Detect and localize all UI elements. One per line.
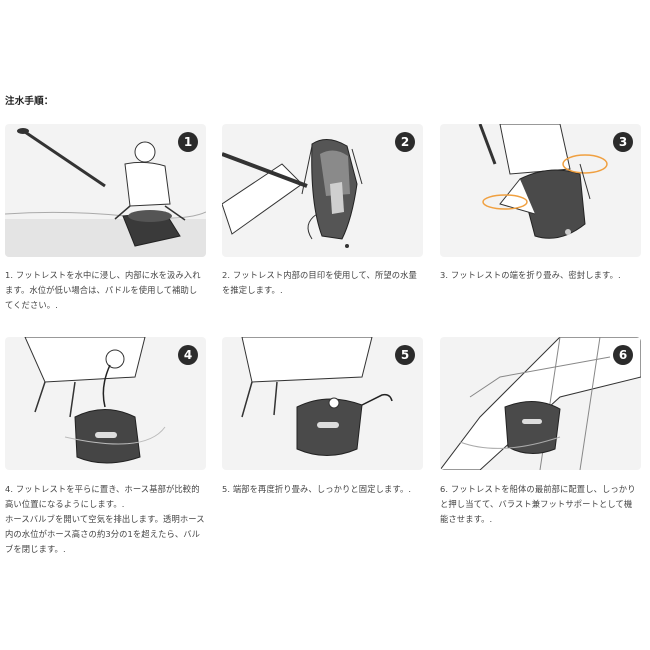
step-1-illustration: 1 [5, 124, 206, 257]
step-3-drawing [478, 124, 608, 239]
step-5-illustration: 5 [222, 337, 423, 470]
step-6-illustration: 6 [440, 337, 641, 470]
step-1-badge: 1 [178, 132, 198, 152]
step-2-caption: 2. フットレスト内部の目印を使用して、所望の水量を推定します。. [222, 270, 417, 295]
step-2-drawing [222, 139, 363, 248]
step-4-badge: 4 [178, 345, 198, 365]
step-6-caption: 6. フットレストを船体の最前部に配置し、しっかりと押し当てて、バラスト兼フット… [440, 484, 636, 524]
step-1-caption: 1. フットレストを水中に浸し、内部に水を汲み入れます。水位が低い場合は、パドル… [5, 270, 201, 310]
step-4-drawing [24, 337, 166, 464]
step-1-drawing [5, 128, 206, 257]
step-4-illustration: 4 [5, 337, 206, 470]
step-2-illustration: 2 [222, 124, 423, 257]
step-3-illustration: 3 [440, 124, 641, 257]
step-5-caption: 5. 端部を再度折り畳み、しっかりと固定します。. [222, 484, 412, 494]
step-6-drawing [440, 337, 641, 470]
page-heading: 注水手順： [5, 96, 54, 107]
step-4-caption: 4. フットレストを平らに置き、ホース基部が比較的高い位置になるようにします。.… [5, 484, 205, 554]
step-2-badge: 2 [395, 132, 415, 152]
step-3-badge: 3 [613, 132, 633, 152]
step-3-caption: 3. フットレストの端を折り畳み、密封します。. [440, 270, 621, 280]
step-5-badge: 5 [395, 345, 415, 365]
step-6-badge: 6 [613, 345, 633, 365]
step-5-drawing [241, 337, 393, 456]
